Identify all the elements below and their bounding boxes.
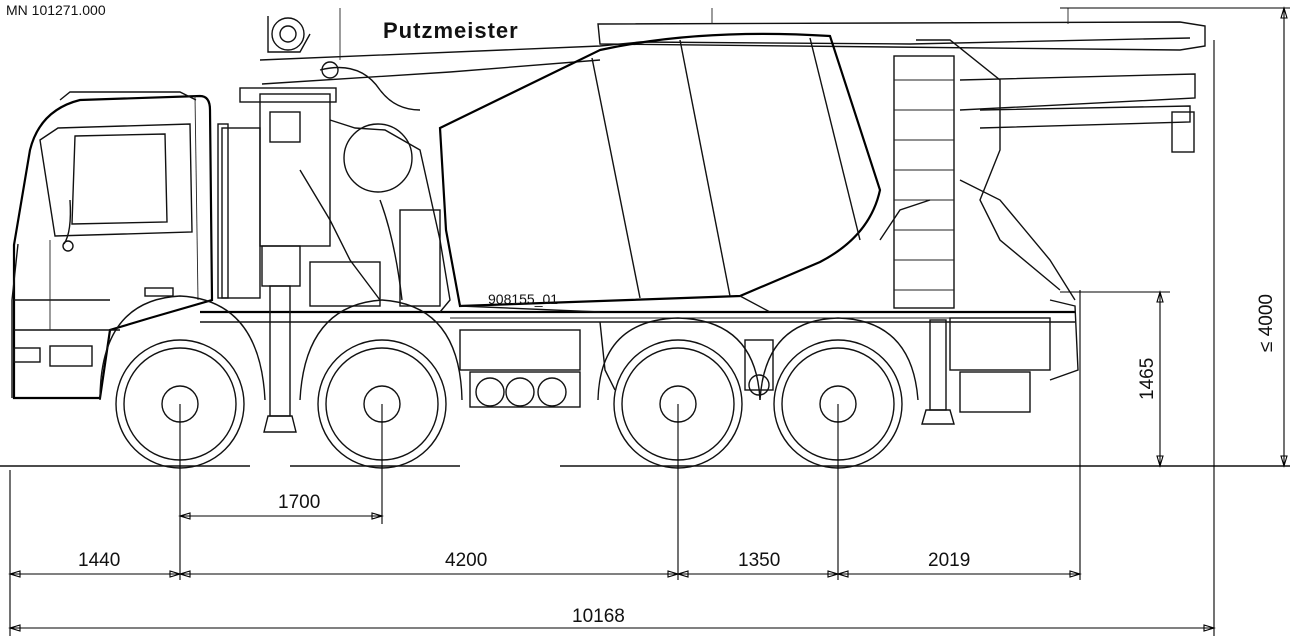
dim-label-height: ≤ 4000 — [1256, 294, 1277, 352]
dim-label-1440: 1440 — [78, 550, 120, 571]
chassis-frame — [200, 310, 1075, 408]
dimension-total-length: 10168 — [8, 40, 1216, 636]
wheel-axle-3 — [597, 317, 761, 469]
brand-logo: Putzmeister — [383, 18, 519, 43]
truck-cab — [11, 91, 261, 400]
boom-end-hose — [1171, 111, 1195, 153]
dim-label-1700: 1700 — [278, 492, 320, 513]
headlight — [49, 345, 93, 367]
ladder — [893, 55, 955, 309]
wheel-axle-1 — [99, 295, 266, 469]
outriggers — [261, 245, 955, 433]
wheel-axle-2 — [299, 299, 463, 469]
concrete-pump-boom: Putzmeister — [259, 8, 1206, 153]
dim-label-1465: 1465 — [1137, 358, 1158, 400]
rear-equipment — [879, 39, 1079, 413]
dimension-chain-row: 1440 4200 1350 2019 — [8, 290, 1082, 636]
dim-label-4200: 4200 — [445, 550, 487, 571]
dimension-max-height: ≤ 4000 — [1060, 6, 1290, 468]
door-handle — [144, 287, 174, 297]
mixer-drum: 908155_01 — [438, 32, 882, 313]
pump-tower — [239, 87, 451, 313]
dim-label-2019: 2019 — [928, 550, 970, 571]
dim-label-1350: 1350 — [738, 550, 780, 571]
wheel-axle-4 — [759, 317, 919, 469]
dim-label-10168: 10168 — [572, 606, 625, 627]
dimension-axle-1-2: 1700 — [178, 404, 384, 580]
water-tank — [343, 123, 413, 193]
cab-window — [71, 133, 168, 225]
part-number: 908155_01 — [488, 291, 558, 307]
document-id: MN 101271.000 — [6, 2, 106, 18]
dimension-rear-height: 1465 — [1060, 290, 1170, 468]
pump-hopper — [949, 317, 1051, 371]
